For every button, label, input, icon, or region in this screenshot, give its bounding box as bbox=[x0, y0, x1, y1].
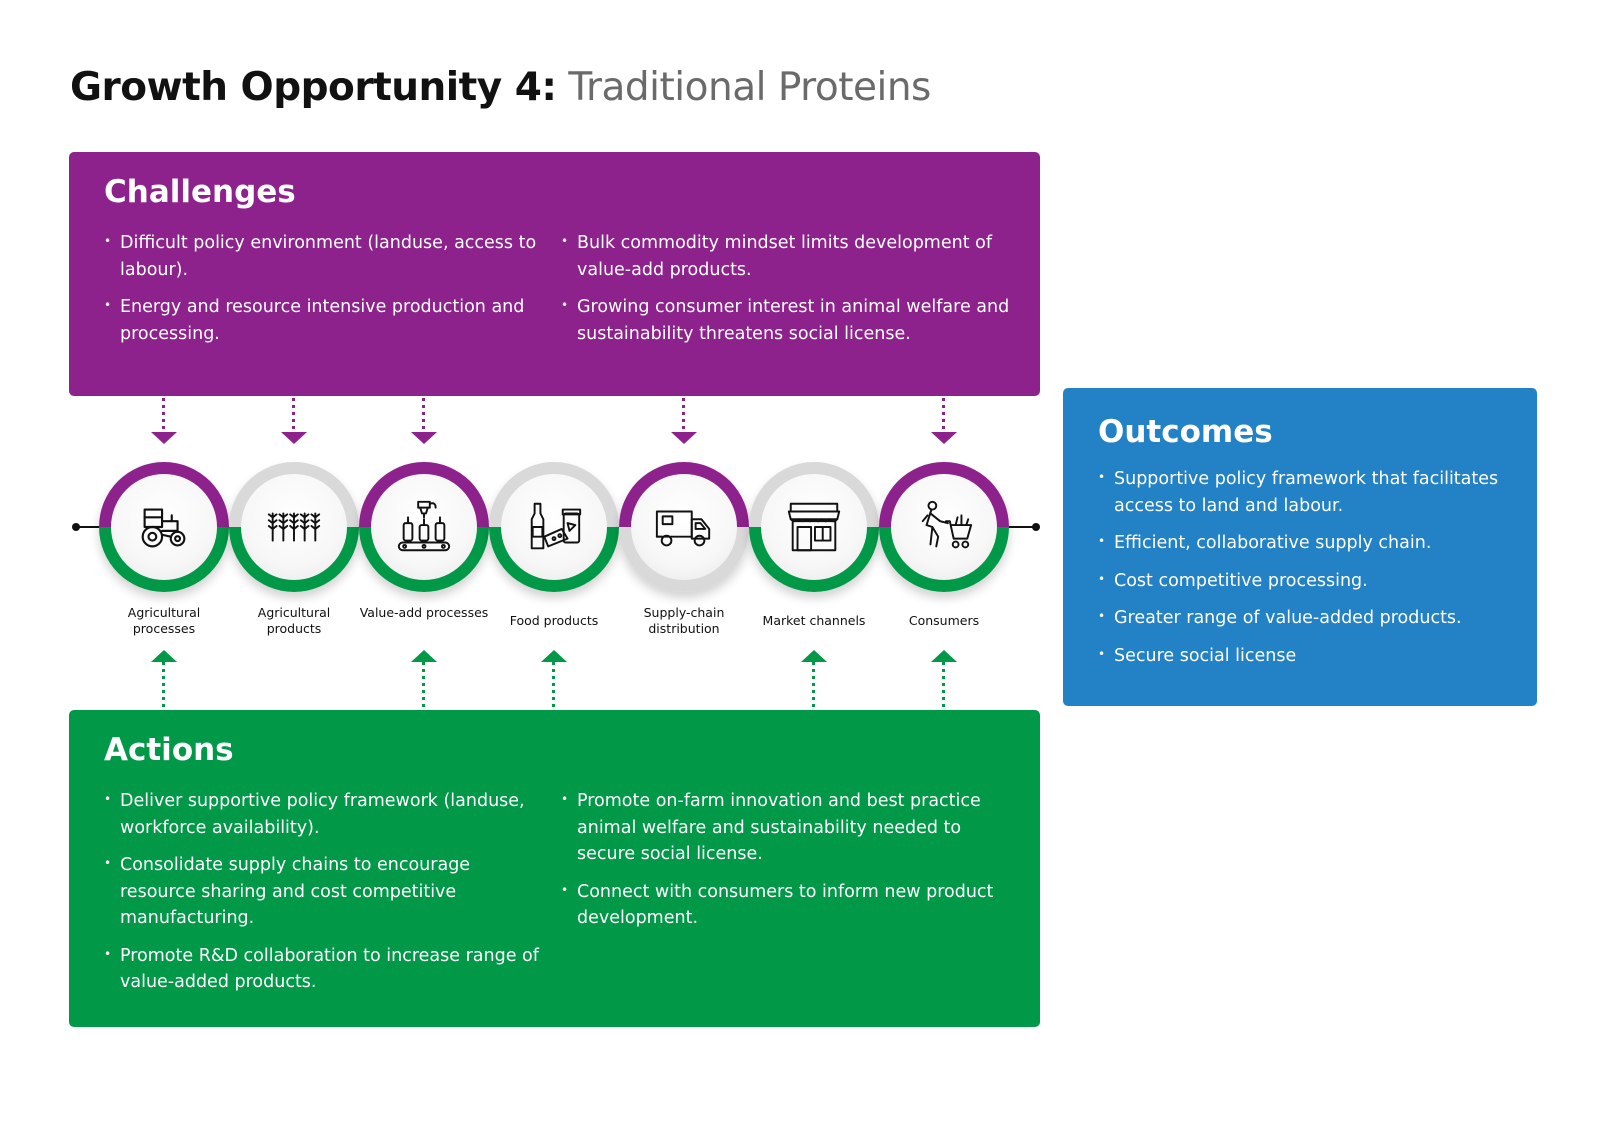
challenge-arrow bbox=[931, 398, 957, 444]
stage-label: Value-add processes bbox=[359, 605, 489, 620]
outcome-item: Efficient, collaborative supply chain. bbox=[1098, 530, 1523, 557]
action-arrow bbox=[801, 650, 827, 708]
action-arrow bbox=[411, 650, 437, 708]
stage-label: Market channels bbox=[762, 613, 866, 628]
outcome-item: Cost competitive processing. bbox=[1098, 568, 1523, 595]
title-subject: Traditional Proteins bbox=[568, 65, 931, 110]
stage-supply-chain-distribution bbox=[619, 462, 749, 592]
stage-value-add-processes bbox=[359, 462, 489, 592]
shopper-cart-icon bbox=[921, 500, 973, 549]
food-products-icon bbox=[530, 502, 582, 550]
challenge-arrow bbox=[671, 398, 697, 444]
challenge-item: Difficult policy environment (landuse, a… bbox=[104, 230, 544, 283]
challenges-list-left: Difficult policy environment (landuse, a… bbox=[104, 230, 544, 358]
stage-consumers bbox=[879, 462, 1009, 592]
wheat-icon bbox=[267, 512, 321, 542]
page-title: Growth Opportunity 4: Traditional Protei… bbox=[70, 62, 931, 114]
outcome-item: Secure social license bbox=[1098, 643, 1523, 670]
challenge-item: Bulk commodity mindset limits developmen… bbox=[561, 230, 1021, 283]
challenges-list-right: Bulk commodity mindset limits developmen… bbox=[561, 230, 1021, 358]
value-chain-start-dot bbox=[72, 523, 80, 531]
actions-list-right: Promote on-farm innovation and best prac… bbox=[561, 788, 1021, 943]
action-arrow bbox=[151, 650, 177, 708]
action-arrow bbox=[931, 650, 957, 708]
stage-label: Agricultural processes bbox=[127, 605, 201, 636]
value-chain-end-dot bbox=[1032, 523, 1040, 531]
delivery-truck-icon bbox=[655, 510, 711, 547]
outcome-item: Greater range of value-added products. bbox=[1098, 605, 1523, 632]
action-item: Consolidate supply chains to encourage r… bbox=[104, 852, 544, 932]
actions-list-left: Deliver supportive policy framework (lan… bbox=[104, 788, 544, 1007]
stage-market-channels bbox=[749, 462, 879, 592]
stage-agricultural-processes bbox=[99, 462, 229, 592]
bottling-line-icon bbox=[397, 500, 451, 552]
actions-heading: Actions bbox=[104, 732, 234, 768]
outcomes-panel: Outcomes Supportive policy framework tha… bbox=[1063, 388, 1537, 706]
challenge-arrow bbox=[411, 398, 437, 444]
action-item: Promote R&D collaboration to increase ra… bbox=[104, 943, 544, 996]
outcomes-heading: Outcomes bbox=[1098, 414, 1273, 450]
challenge-arrow bbox=[151, 398, 177, 444]
storefront-icon bbox=[787, 502, 841, 552]
stage-label: Food products bbox=[509, 613, 599, 628]
action-item: Deliver supportive policy framework (lan… bbox=[104, 788, 544, 841]
action-item: Connect with consumers to inform new pro… bbox=[561, 879, 1021, 932]
challenges-panel: Challenges Difficult policy environment … bbox=[69, 152, 1040, 396]
actions-panel: Actions Deliver supportive policy framew… bbox=[69, 710, 1040, 1027]
challenge-arrow bbox=[281, 398, 307, 444]
tractor-icon bbox=[141, 508, 186, 548]
action-arrow bbox=[541, 650, 567, 708]
stage-agricultural-products bbox=[229, 462, 359, 592]
challenge-item: Energy and resource intensive production… bbox=[104, 294, 544, 347]
outcome-item: Supportive policy framework that facilit… bbox=[1098, 466, 1523, 519]
title-prefix: Growth Opportunity 4: bbox=[70, 65, 557, 110]
challenges-heading: Challenges bbox=[104, 174, 296, 210]
challenge-item: Growing consumer interest in animal welf… bbox=[561, 294, 1021, 347]
stage-label: Consumers bbox=[908, 613, 980, 628]
outcomes-list: Supportive policy framework that facilit… bbox=[1098, 466, 1523, 680]
stage-food-products bbox=[489, 462, 619, 592]
stage-label: Agricultural products bbox=[257, 605, 331, 636]
stage-label: Supply-chain distribution bbox=[643, 605, 725, 636]
action-item: Promote on-farm innovation and best prac… bbox=[561, 788, 1021, 868]
